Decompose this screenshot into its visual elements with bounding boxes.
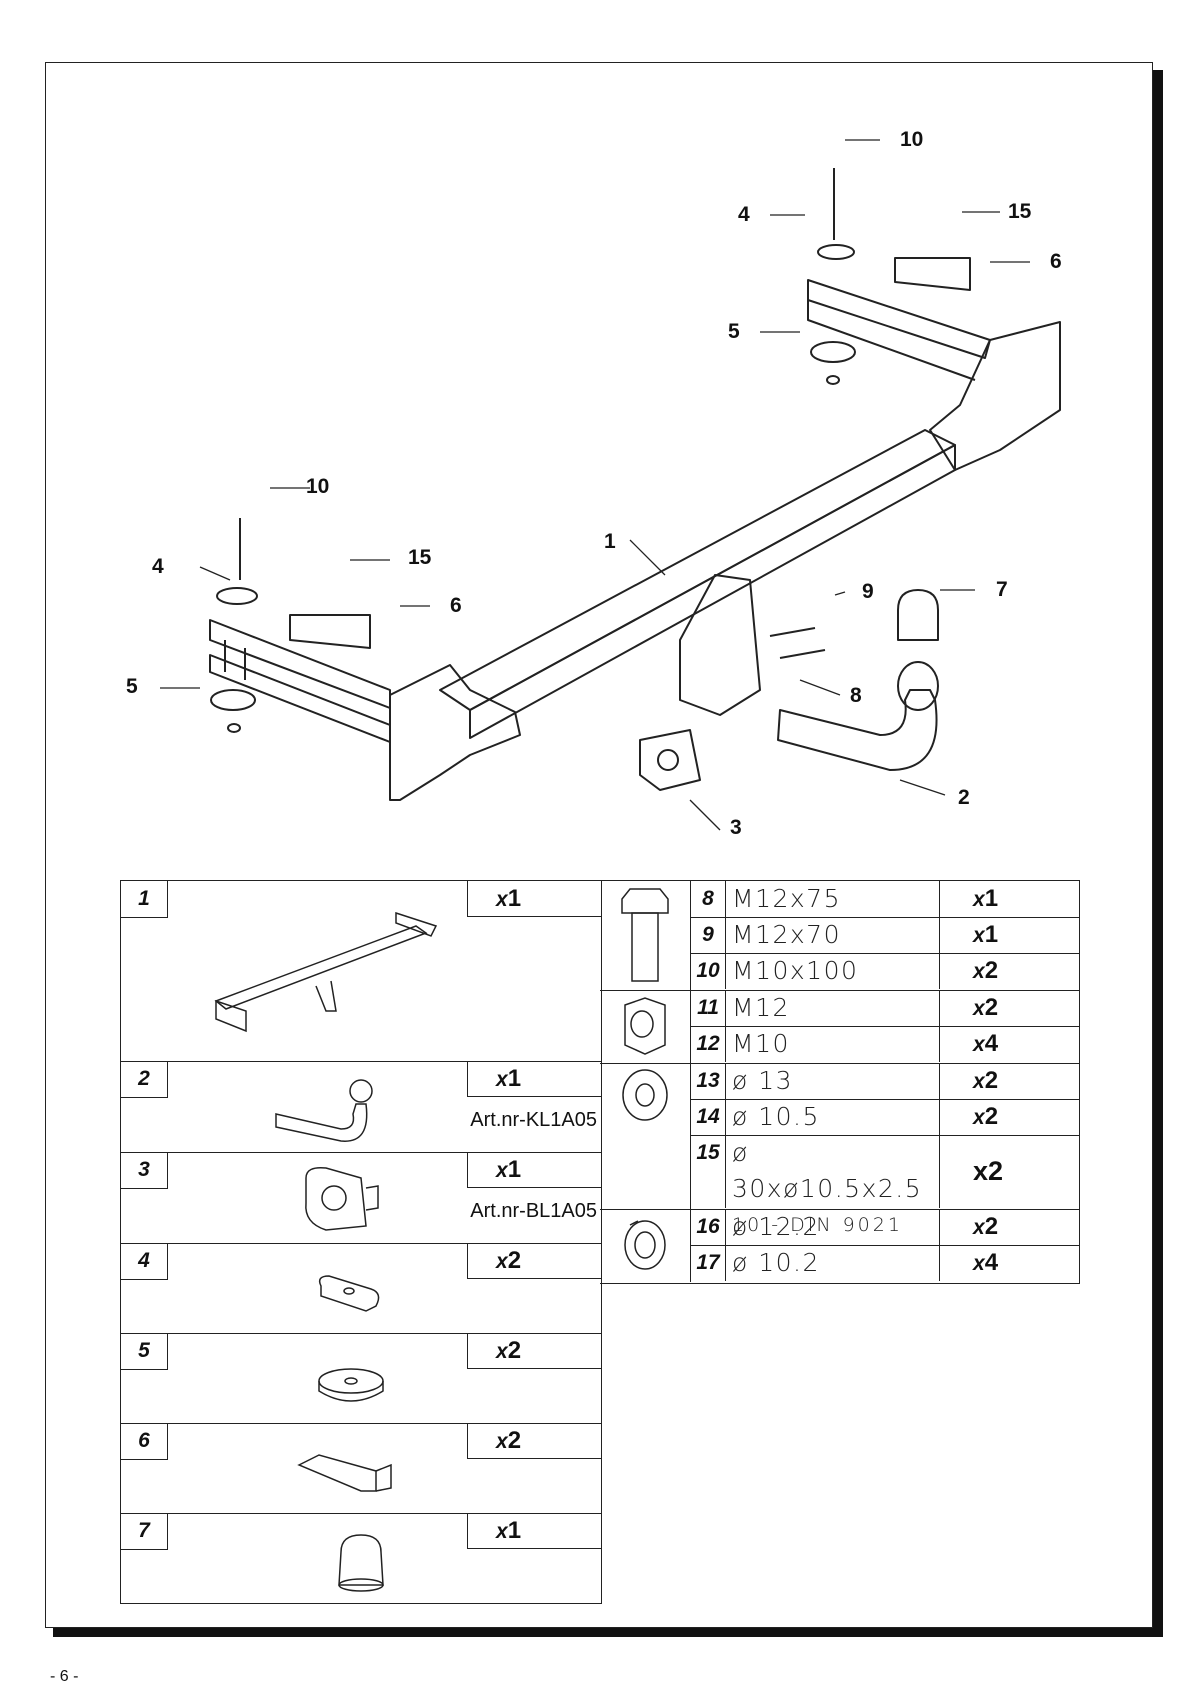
- part-quantity: x1: [467, 881, 601, 917]
- page-number: - 6 -: [50, 1668, 79, 1685]
- callout-3: 3: [730, 816, 742, 839]
- callout-4-left: 4: [152, 555, 164, 578]
- part-number: 5: [121, 1333, 168, 1370]
- table-row: 1 x1: [121, 881, 601, 1062]
- callout-1: 1: [604, 530, 616, 553]
- frame-shadow-right: [1153, 70, 1163, 1636]
- left-side-plate: [389, 664, 521, 801]
- washer-icon: [600, 1063, 691, 1209]
- part-number: 4: [121, 1243, 168, 1280]
- part-number: 7: [121, 1513, 168, 1550]
- table-row: 5 x2: [121, 1333, 601, 1424]
- part-quantity: x1: [467, 1152, 601, 1188]
- callout-4-right: 4: [738, 203, 750, 226]
- table-row: 2 x1 Art.nr-KL1A05: [121, 1061, 601, 1153]
- callout-15-left: 15: [408, 546, 432, 569]
- round-washer-thumbnail: [318, 1368, 384, 1402]
- part-quantity: x2: [467, 1243, 601, 1279]
- part-quantity: x1: [467, 1513, 601, 1549]
- article-number: Art.nr-BL1A05: [470, 1200, 597, 1222]
- right-side-plate: [929, 321, 1061, 471]
- parts-table: 1 x1 2 x1 Art.nr-KL1A05 3 x1 Art.nr-BL1A…: [120, 880, 602, 1604]
- article-number: Art.nr-KL1A05: [470, 1109, 597, 1131]
- table-row: 3 x1 Art.nr-BL1A05: [121, 1152, 601, 1244]
- callout-10-right: 10: [900, 128, 924, 151]
- frame-shadow-bottom: [53, 1628, 1163, 1637]
- nut-icon: [600, 990, 691, 1063]
- callout-5-right: 5: [728, 320, 740, 343]
- callout-6-right: 6: [1050, 250, 1062, 273]
- crossbar-part-1: [439, 429, 956, 711]
- spacer-plate-thumbnail: [318, 1275, 380, 1312]
- part-quantity: x1: [467, 1061, 601, 1097]
- crossbar-thumbnail: [214, 911, 438, 1033]
- ball-cap-part-7: [897, 589, 939, 641]
- part-number: 2: [121, 1061, 168, 1098]
- towbar-exploded-diagram: [160, 139, 1061, 831]
- socket-plate-part-3: [639, 729, 701, 791]
- part-number: 1: [121, 881, 168, 918]
- callout-8: 8: [850, 684, 862, 707]
- part-number: 3: [121, 1152, 168, 1189]
- page-frame: [45, 62, 1153, 1628]
- angle-bracket-thumbnail: [297, 1454, 392, 1492]
- callout-2: 2: [958, 786, 970, 809]
- table-row: 4 x2: [121, 1243, 601, 1334]
- callout-15-right: 15: [1008, 200, 1032, 223]
- part-quantity: x2: [467, 1333, 601, 1369]
- callout-7: 7: [996, 578, 1008, 601]
- callout-10-left: 10: [306, 475, 330, 498]
- part-number: 6: [121, 1423, 168, 1460]
- ball-cap-thumbnail: [338, 1534, 384, 1592]
- callout-5-left: 5: [126, 675, 138, 698]
- callout-9: 9: [862, 580, 874, 603]
- bolt-icon: [600, 881, 691, 990]
- ball-neck-thumbnail: [275, 1079, 373, 1142]
- spring-washer-icon: [600, 1209, 691, 1282]
- part-quantity: x2: [467, 1423, 601, 1459]
- table-row: 6 x2: [121, 1423, 601, 1514]
- table-row: 7 x1: [121, 1513, 601, 1603]
- callout-6-left: 6: [450, 594, 462, 617]
- tow-ball: [897, 661, 939, 711]
- socket-plate-thumbnail: [305, 1166, 379, 1231]
